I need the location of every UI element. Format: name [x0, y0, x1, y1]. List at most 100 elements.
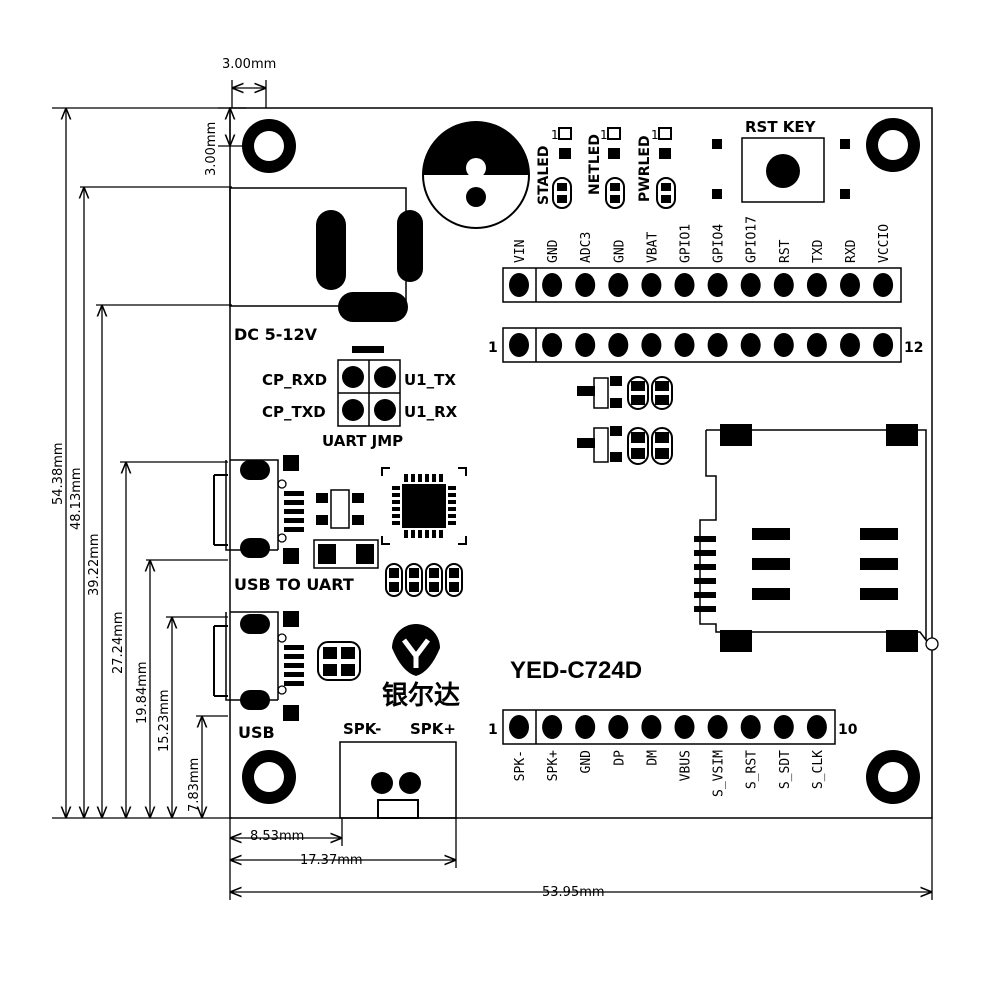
dim-height-usb-uart: 27.24mm — [111, 611, 126, 674]
top-header-row2-pin-3 — [575, 333, 596, 357]
top-header-row2-pin-8 — [740, 333, 761, 357]
dim-top-hole-height: 3.00mm — [204, 122, 219, 176]
brand-logo-icon — [392, 624, 440, 676]
dim-height-usb: 15.23mm — [157, 689, 172, 752]
bottom-header-label: GND — [579, 750, 594, 774]
bottom-header-label: S_SDT — [778, 750, 793, 789]
dim-top-hole-width: 3.00mm — [222, 57, 276, 72]
bottom-header-label: SPK+ — [546, 750, 561, 781]
bottom-header-pin-5 — [641, 715, 662, 739]
top-header-row2-pin-9 — [773, 333, 794, 357]
dim-height-total: 54.38mm — [51, 442, 66, 505]
mounting-hole-top-left — [242, 119, 296, 173]
top-header-label: GND — [612, 239, 627, 263]
top-header-pin-end: 12 — [904, 340, 923, 356]
dimension-labels: 3.00mm 3.00mm 54.38mm 48.13mm 39.22mm 27… — [51, 57, 605, 900]
bottom-header-label: VBUS — [679, 750, 694, 781]
dim-width-spk-plus: 17.37mm — [300, 853, 363, 868]
bottom-header-pin-end: 10 — [838, 722, 858, 738]
reset-button[interactable]: RST KEY — [712, 118, 850, 203]
top-header-label: VCCIO — [877, 224, 892, 263]
top-header-pin-11 — [840, 273, 860, 297]
top-header-pin-10 — [806, 273, 827, 297]
top-header-pin-start: 1 — [488, 340, 498, 356]
bottom-header-label: S_VSIM — [712, 750, 727, 797]
mounting-hole-bottom-left — [242, 750, 296, 804]
net-led-label: NETLED — [587, 134, 603, 195]
top-header-label: RXD — [844, 239, 859, 263]
bottom-header-pin-10 — [806, 715, 827, 739]
bottom-header-pin-1 — [509, 715, 529, 739]
dim-width-spk-minus: 8.53mm — [250, 829, 304, 844]
bottom-header-label: S_RST — [745, 750, 760, 789]
cp-txd-label: CP_TXD — [262, 403, 326, 421]
mounting-hole-top-right — [866, 118, 920, 172]
top-header-label: TXD — [811, 239, 826, 263]
pwr-led-label: PWRLED — [637, 135, 653, 202]
dim-width-total: 53.95mm — [542, 885, 605, 900]
bottom-header-pin-9 — [773, 715, 794, 739]
speaker-connector[interactable] — [339, 741, 457, 819]
top-header-pin-9 — [773, 273, 794, 297]
top-header-pin-4 — [608, 273, 629, 297]
top-header-pin-5 — [641, 273, 662, 297]
uart-jmp-label: UART JMP — [322, 432, 403, 450]
top-header-pin-7 — [707, 273, 728, 297]
bottom-header-pin-7 — [707, 715, 728, 739]
dim-height-dc-lower: 39.22mm — [87, 533, 102, 596]
top-header-row2-pin-2 — [542, 333, 563, 357]
dc-label: DC 5-12V — [234, 325, 318, 344]
top-header-label: GPIO1 — [679, 224, 694, 263]
bottom-header-pin-2 — [542, 715, 563, 739]
buzzer — [422, 121, 530, 229]
usb-uart-chip — [381, 467, 467, 545]
top-header-label: GPIO4 — [712, 224, 727, 263]
rst-key-label: RST KEY — [745, 118, 817, 136]
top-header-pin-2 — [542, 273, 563, 297]
dim-height-usb-lower: 7.83mm — [187, 758, 202, 812]
dc-jack — [229, 187, 423, 322]
board-outline — [229, 107, 933, 819]
top-header-label: GPIO17 — [745, 216, 760, 263]
bottom-header-label: S_CLK — [811, 750, 826, 789]
top-header-row2-pin-1 — [509, 333, 529, 357]
usb-connector[interactable] — [213, 611, 304, 721]
mounting-hole-bottom-right — [866, 750, 920, 804]
cp-rxd-label: CP_RXD — [262, 371, 327, 389]
spk-plus-label: SPK+ — [410, 720, 456, 738]
top-header-label: GND — [546, 239, 561, 263]
top-header-label: VIN — [513, 240, 528, 263]
led-group: 1 STALED 1 NETLED 1 PWRLED — [536, 127, 676, 209]
top-header-pin-12 — [873, 273, 894, 297]
bottom-header-label: SPK- — [513, 750, 528, 781]
top-header-row2-pin-12 — [873, 333, 894, 357]
dimension-lines — [52, 80, 933, 900]
bottom-header-pin-6 — [674, 715, 695, 739]
sim-switches — [577, 376, 673, 465]
bottom-header-pin-8 — [740, 715, 761, 739]
u1-tx-label: U1_TX — [404, 371, 456, 389]
top-header-pin-1 — [509, 273, 529, 297]
led-net-pin1: 1 — [600, 128, 608, 142]
sim-card-holder — [694, 424, 939, 652]
top-header-row2-pin-7 — [707, 333, 728, 357]
dim-height-usb-uart-lower: 19.84mm — [135, 661, 150, 724]
u1-rx-label: U1_RX — [404, 403, 458, 421]
spk-minus-label: SPK- — [343, 720, 381, 738]
led-sta-pin1: 1 — [551, 128, 559, 142]
top-header-label: VBAT — [645, 232, 660, 263]
top-header-row2-pin-11 — [840, 333, 860, 357]
uart-jumper[interactable] — [337, 346, 401, 427]
brand-name: 银尔达 — [382, 680, 460, 711]
top-header-label: ADC3 — [579, 232, 594, 263]
usb-to-uart-label: USB TO UART — [234, 575, 354, 594]
top-header-pin-8 — [740, 273, 761, 297]
top-header-pin-6 — [674, 273, 695, 297]
diode — [313, 539, 379, 569]
dim-height-dc: 48.13mm — [69, 467, 84, 530]
sta-led-label: STALED — [536, 146, 552, 206]
usb-uart-connector[interactable] — [213, 455, 304, 564]
bottom-header-label: DM — [645, 750, 660, 766]
